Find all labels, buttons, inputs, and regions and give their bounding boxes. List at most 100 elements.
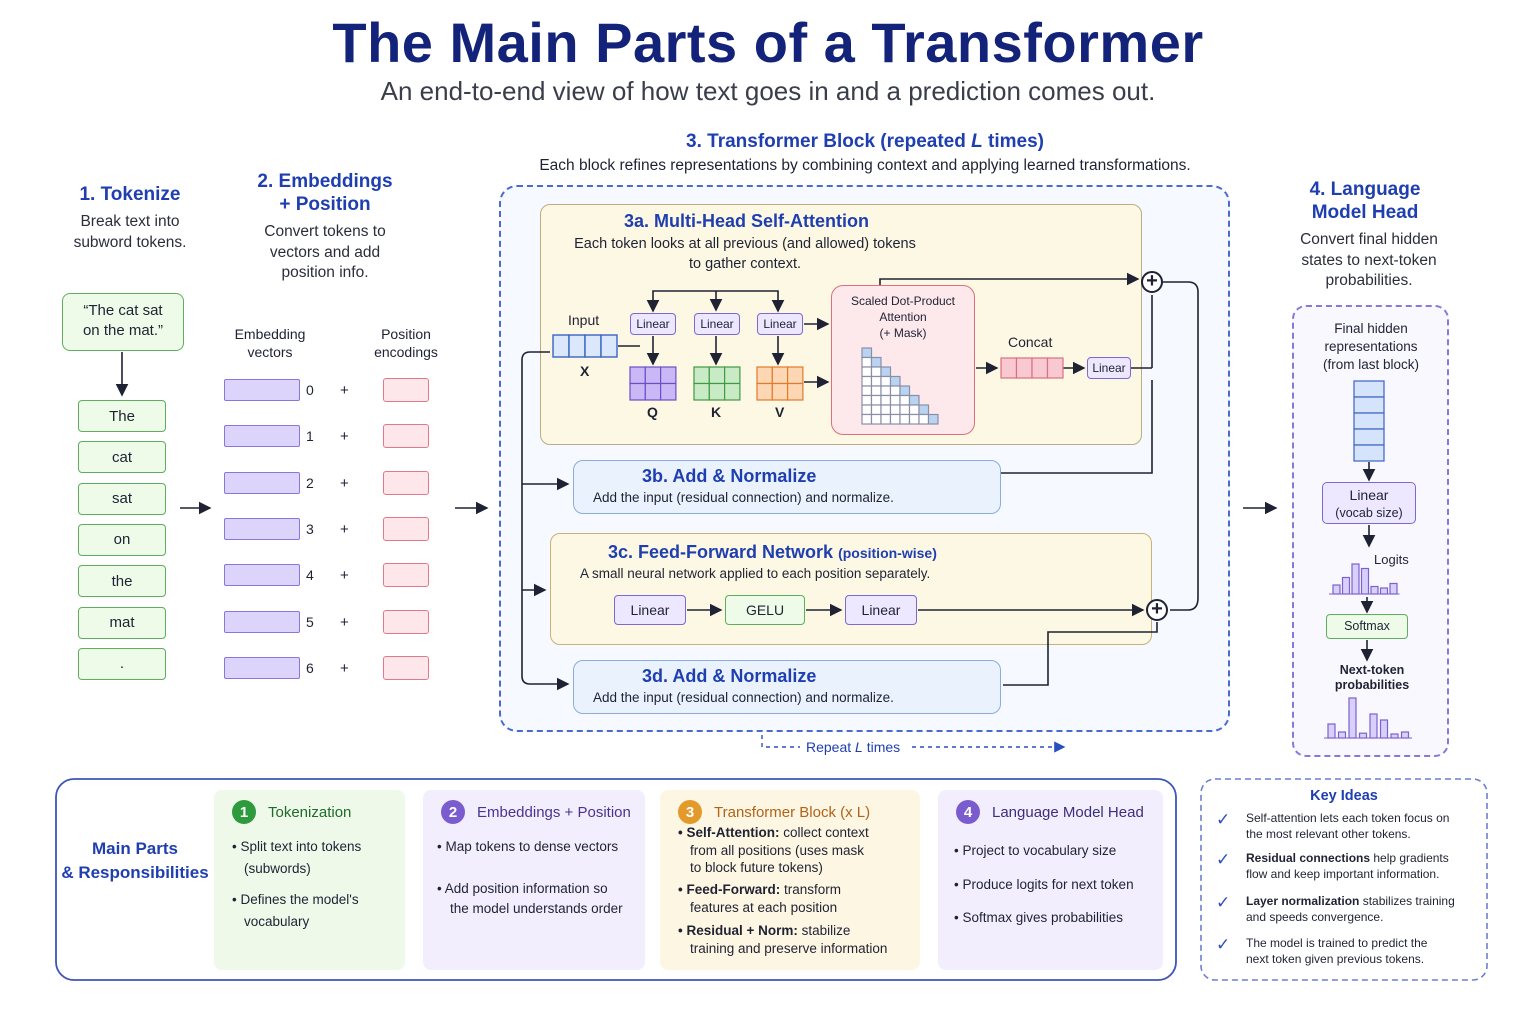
mask-cell (880, 404, 892, 416)
concat-cell (1000, 357, 1018, 379)
concat-cell (1046, 357, 1064, 379)
k-matrix-cell (708, 366, 726, 385)
ffn-linear-1: Linear (614, 595, 686, 625)
q-matrix-cell (629, 382, 646, 401)
mask-cell (908, 413, 920, 425)
output-linear-layer: Linear (1087, 357, 1131, 379)
key-ideas-title: Key Ideas (1310, 788, 1378, 804)
position-encoding (383, 424, 429, 449)
x-label: X (580, 363, 590, 379)
logit-bar (1379, 587, 1389, 595)
k-matrix-cell (693, 366, 710, 385)
plus-sign: + (340, 567, 349, 585)
embedding-vector (224, 379, 300, 401)
mask-cell (918, 413, 930, 425)
logit-bar (1351, 563, 1360, 595)
token-box: sat (78, 482, 166, 515)
block-title: 3. Transformer Block (repeated L times) (686, 131, 1044, 152)
repeat-label: Repeat L times (806, 739, 901, 755)
concat-cell (1031, 357, 1049, 379)
check-icon: ✓ (1216, 893, 1231, 912)
k-matrix-cell (708, 382, 726, 401)
mask-cell (870, 356, 882, 368)
position-index: 3 (306, 520, 314, 537)
mask-cell (908, 394, 920, 406)
mask-cell (880, 366, 892, 378)
attention-title: 3a. Multi-Head Self-Attention (624, 211, 870, 231)
position-index: 6 (306, 659, 314, 676)
hidden-cell (1353, 396, 1385, 414)
position-encoding (383, 609, 429, 634)
mask-cell (899, 413, 911, 425)
add-normalize-2-title: 3d. Add & Normalize (642, 666, 817, 686)
prob-bar (1369, 713, 1378, 739)
prob-bar (1390, 733, 1399, 739)
plus-sign: + (340, 428, 349, 446)
q-matrix-cell (629, 366, 646, 385)
prob-bar (1337, 731, 1347, 739)
logit-bar (1360, 567, 1370, 595)
position-encoding (383, 563, 429, 588)
logits-label: Logits (1374, 552, 1409, 567)
prob-bar (1379, 719, 1389, 739)
plus-sign: + (340, 659, 349, 677)
v-label: V (775, 404, 785, 420)
k-matrix-cell (693, 382, 710, 401)
right-residual-spine (1163, 281, 1199, 611)
mask-cell (899, 404, 911, 416)
mask-cell (908, 404, 920, 416)
add-normalize-2-panel (573, 660, 1001, 714)
position-index: 2 (306, 474, 314, 491)
feed-forward-title: 3c. Feed-Forward Network (position-wise) (608, 542, 937, 562)
position-index: 5 (306, 613, 314, 630)
logit-bar (1332, 584, 1341, 595)
embedding-vector (224, 471, 300, 494)
mask-cell (861, 385, 873, 397)
mask-cell (918, 404, 930, 416)
add-normalize-1-panel (573, 460, 1001, 514)
prob-bar (1400, 731, 1410, 739)
q-label: Q (647, 404, 658, 420)
v-matrix-cell (756, 366, 773, 385)
logit-bar (1341, 576, 1351, 595)
v-matrix-cell (786, 382, 804, 401)
hidden-cell (1353, 412, 1385, 430)
hidden-cell (1353, 380, 1385, 398)
card-number-badge: 3 (678, 800, 702, 824)
k-matrix-cell (723, 382, 741, 401)
q-matrix-cell (644, 366, 662, 385)
block-desc: Each block refines representations by co… (539, 157, 1191, 174)
hidden-cell (1353, 444, 1385, 462)
position-encoding (383, 655, 429, 680)
mask-cell (899, 385, 911, 397)
plus-sign: + (340, 382, 349, 399)
residual-spine (521, 351, 570, 691)
v-matrix-cell (786, 366, 804, 385)
mask-cell (889, 394, 901, 406)
feed-forward-desc: A small neural network applied to each p… (580, 566, 931, 581)
ffn-linear-2: Linear (845, 595, 917, 625)
prob-bar (1358, 732, 1368, 739)
logit-bar (1370, 585, 1379, 595)
v-linear-layer: Linear (757, 313, 803, 335)
summary-frame (55, 778, 1177, 981)
plus-sign: + (340, 613, 349, 631)
prob-bar (1327, 723, 1336, 739)
mask-cell (870, 413, 882, 425)
mask-cell (870, 394, 882, 406)
mask-cell (927, 413, 939, 425)
mask-cell (870, 375, 882, 387)
mask-cell (889, 413, 901, 425)
final-hidden-vector (1353, 380, 1385, 462)
position-index: 1 (306, 428, 314, 445)
mask-cell (889, 375, 901, 387)
mask-cell (861, 404, 873, 416)
q-matrix-cell (659, 382, 677, 401)
plus-sign: + (340, 520, 349, 538)
